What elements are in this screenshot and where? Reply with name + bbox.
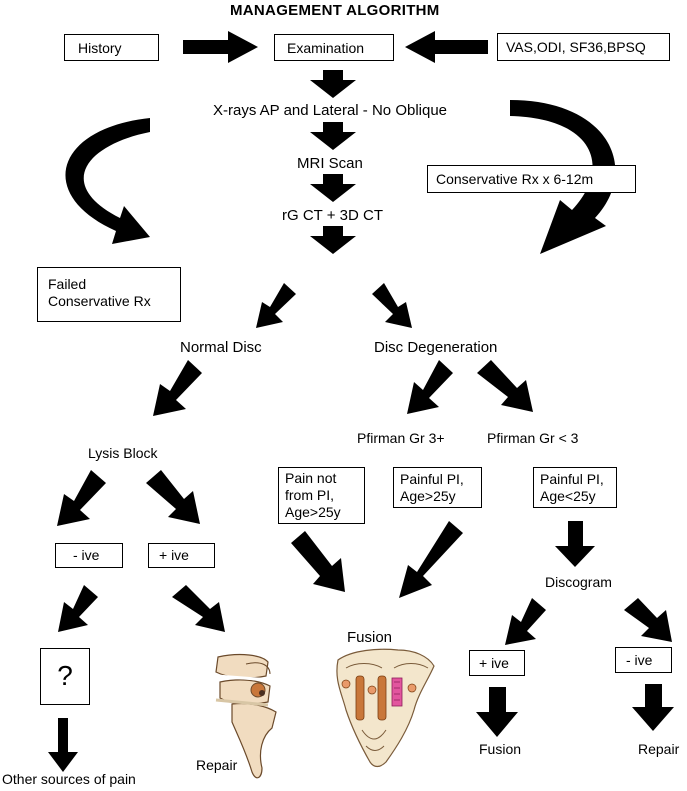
conservative-rx-box: Conservative Rx x 6-12m (427, 165, 636, 193)
painful-line-1: Painful PI, (400, 471, 464, 487)
pain-not-line-1: Pain not (285, 470, 337, 486)
lysis-positive-label: + ive (159, 547, 189, 563)
painful-pi-adult-box: Painful PI, Age>25y (393, 467, 482, 508)
failed-line-1: Failed (48, 276, 87, 292)
arrow-to-pfirman-high (407, 360, 453, 414)
arrow-question-to-other-sources (48, 718, 78, 772)
diagram-title: MANAGEMENT ALGORITHM (230, 2, 440, 19)
pfirman-low-label: Pfirman Gr < 3 (487, 430, 579, 446)
curved-arrow-to-failed-rx (65, 118, 150, 244)
pain-not-line-2: from PI, (285, 487, 335, 503)
failed-line-2: Conservative Rx (48, 293, 151, 309)
failed-conservative-box: Failed Conservative Rx (37, 267, 181, 322)
discogram-negative-box: - ive (615, 647, 672, 673)
question-mark: ? (57, 660, 73, 691)
pain-not-line-3: Age>25y (285, 504, 341, 520)
arrow-mri-to-ct (310, 174, 356, 202)
arrow-to-normal-disc (256, 283, 296, 328)
arrow-ct-to-split (310, 226, 356, 254)
other-sources-label: Other sources of pain (2, 771, 136, 787)
pain-not-from-pi-box: Pain not from PI, Age>25y (278, 467, 365, 524)
scores-label: VAS,ODI, SF36,BPSQ (506, 39, 646, 55)
lysis-negative-label: - ive (73, 547, 100, 563)
xrays-label: X-rays AP and Lateral - No Oblique (213, 102, 448, 119)
fusion-center-label: Fusion (347, 629, 393, 646)
scores-box: VAS,ODI, SF36,BPSQ (497, 33, 670, 61)
arrow-lysis-to-negative (57, 470, 106, 526)
ct-label: rG CT + 3D CT (282, 207, 383, 224)
history-label: History (78, 40, 122, 56)
arrow-history-to-examination (183, 31, 258, 63)
fusion-pelvis-illustration (336, 648, 435, 768)
repair-left-label: Repair (196, 757, 238, 773)
fusion-right-label: Fusion (479, 741, 522, 757)
arrow-discogram-to-negative (624, 598, 672, 642)
arrow-negative-to-question (58, 585, 98, 632)
examination-label: Examination (287, 40, 365, 56)
arrow-discogram-to-positive (505, 598, 546, 645)
discogram-label: Discogram (545, 574, 612, 590)
arrow-positive-to-repair (172, 585, 225, 632)
history-box: History (64, 34, 159, 61)
arrow-to-disc-degeneration (372, 283, 412, 328)
disc-degeneration-label: Disc Degeneration (374, 339, 498, 356)
lysis-block-label: Lysis Block (88, 445, 158, 461)
conservative-rx-label: Conservative Rx x 6-12m (436, 171, 594, 187)
curved-arrow-to-conservative-rx (510, 100, 616, 254)
arrow-to-pfirman-low (477, 360, 533, 412)
arrow-exam-to-xrays (310, 70, 356, 98)
arrow-xrays-to-mri (310, 122, 356, 150)
lysis-negative-box: - ive (55, 543, 123, 568)
arrow-positive-to-fusion (476, 687, 518, 737)
arrow-pain-not-to-fusion (291, 531, 345, 592)
discogram-negative-label: - ive (626, 652, 653, 668)
pfirman-high-label: Pfirman Gr 3+ (357, 430, 445, 446)
arrow-lysis-to-positive (146, 470, 200, 524)
lysis-positive-box: + ive (148, 543, 215, 568)
repair-spine-illustration (215, 653, 277, 779)
painful-young-line-1: Painful PI, (540, 471, 604, 487)
painful-young-line-2: Age<25y (540, 488, 596, 504)
question-box: ? (40, 648, 90, 705)
painful-line-2: Age>25y (400, 488, 456, 504)
painful-pi-young-box: Painful PI, Age<25y (533, 467, 617, 508)
normal-disc-label: Normal Disc (180, 339, 262, 356)
arrow-painful-to-fusion (399, 521, 463, 598)
discogram-positive-label: + ive (479, 655, 509, 671)
arrow-negative-to-repair (632, 684, 674, 731)
repair-right-label: Repair (638, 741, 680, 757)
discogram-positive-box: + ive (469, 650, 525, 676)
arrow-painful-young-to-discogram (555, 521, 595, 567)
arrow-scores-to-examination (405, 31, 488, 63)
arrow-normal-disc-to-lysis (153, 360, 202, 416)
examination-box: Examination (274, 34, 394, 61)
mri-label: MRI Scan (297, 155, 363, 172)
